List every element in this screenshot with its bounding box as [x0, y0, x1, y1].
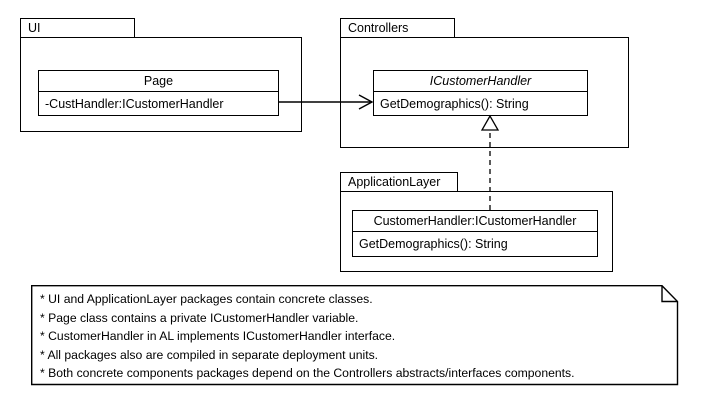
- class-box-page[interactable]: Page -CustHandler:ICustomerHandler: [38, 70, 279, 116]
- note-folded-corner-icon: [661, 285, 678, 303]
- class-box-customerhandler[interactable]: CustomerHandler:ICustomerHandler GetDemo…: [352, 210, 598, 257]
- class-operation-customerhandler-getdemographics: GetDemographics(): String: [359, 237, 508, 251]
- note-line: * UI and ApplicationLayer packages conta…: [40, 292, 373, 306]
- package-tab-label-applicationlayer: ApplicationLayer: [348, 174, 441, 189]
- note-line: * CustomerHandler in AL implements ICust…: [40, 329, 396, 344]
- package-tab-label-controllers: Controllers: [348, 20, 409, 35]
- package-tab-label-ui: UI: [28, 20, 41, 35]
- note-shape[interactable]: [31, 285, 679, 386]
- class-name-customerhandler: CustomerHandler:ICustomerHandler: [353, 211, 597, 232]
- note-text-block: * UI and ApplicationLayer packages conta…: [40, 290, 670, 383]
- class-name-page: Page: [39, 71, 278, 92]
- note-line: * Page class contains a private ICustome…: [40, 310, 359, 325]
- package-tab-applicationlayer[interactable]: ApplicationLayer: [340, 172, 458, 192]
- note-line: * All packages also are compiled in sepa…: [40, 347, 379, 362]
- class-operation-icustomerhandler-getdemographics: GetDemographics(): String: [380, 96, 529, 111]
- package-tab-ui[interactable]: UI: [20, 18, 135, 38]
- package-tab-controllers[interactable]: Controllers: [340, 18, 455, 38]
- class-box-icustomerhandler[interactable]: ICustomerHandler GetDemographics(): Stri…: [373, 70, 588, 116]
- class-name-icustomerhandler: ICustomerHandler: [374, 71, 587, 92]
- note-outline: [31, 285, 679, 386]
- class-attribute-page-custhandler: -CustHandler:ICustomerHandler: [45, 96, 224, 111]
- note-line: * Both concrete components packages depe…: [40, 366, 575, 381]
